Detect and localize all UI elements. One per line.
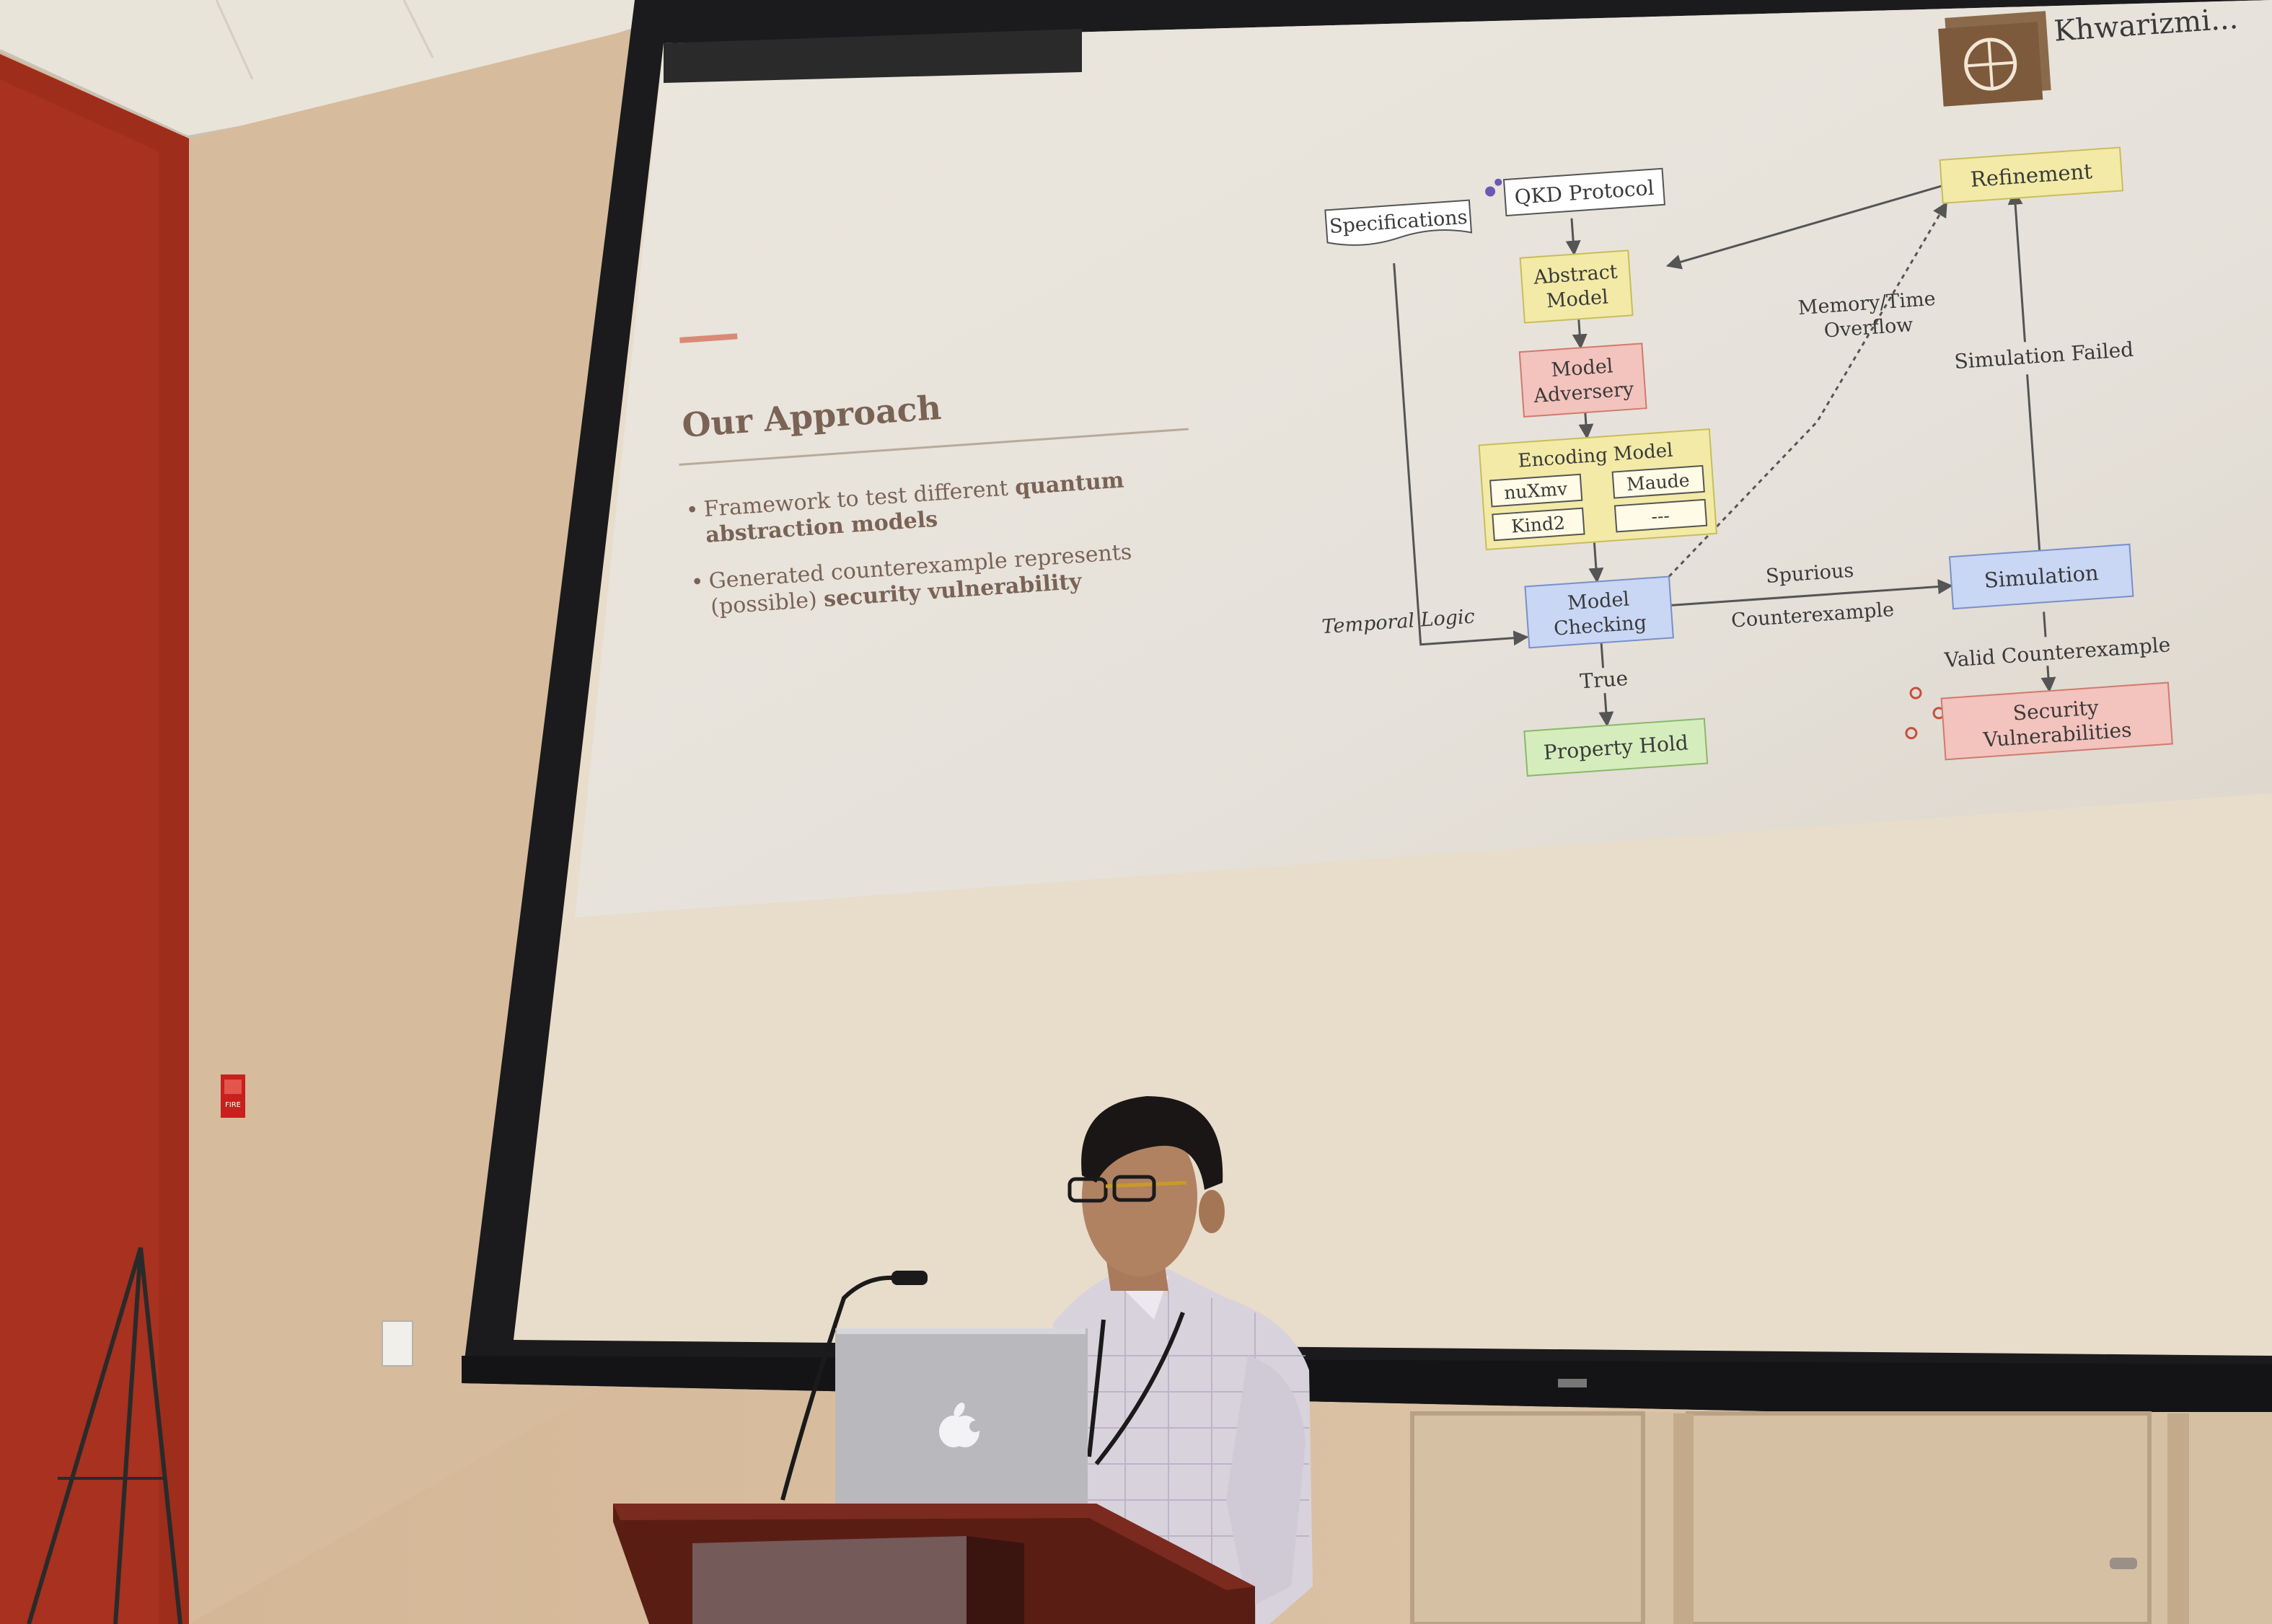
presenter — [1053, 1096, 1313, 1624]
node-model-checking: Model Checking — [1524, 575, 1674, 649]
red-accent-wall — [0, 54, 189, 1624]
node-property-hold: Property Hold — [1523, 718, 1709, 777]
title-underline — [679, 428, 1189, 466]
glasses — [1067, 1175, 1187, 1203]
fire-alarm-text: FIRE — [225, 1101, 241, 1109]
node-model-adversery: Model Adversery — [1518, 343, 1647, 418]
model-checking-line1: Model — [1567, 588, 1630, 614]
apple-logo-icon — [939, 1403, 981, 1447]
fire-alarm: FIRE — [221, 1074, 245, 1118]
title-accent — [679, 333, 738, 343]
podium — [613, 1504, 1255, 1624]
ceiling — [0, 0, 635, 137]
svg-text:•: • — [685, 498, 700, 524]
microphone — [780, 1271, 928, 1501]
slide-area — [575, 0, 2272, 917]
abstract-model-line2: Model — [1546, 286, 1609, 312]
maude-label: Maude — [1626, 469, 1690, 495]
easel — [27, 1247, 182, 1624]
model-adversery-line1: Model — [1551, 355, 1614, 381]
node-simulation: Simulation — [1948, 543, 2134, 610]
back-doors — [1410, 1411, 2272, 1624]
svg-text:•: • — [690, 569, 705, 595]
kind2-label: Kind2 — [1510, 512, 1566, 537]
wall-thermostat — [382, 1320, 413, 1367]
ellipsis-label: --- — [1650, 505, 1670, 527]
node-security-vulnerabilities: Security Vulnerabilities — [1905, 681, 2173, 761]
diagram-arrows — [1393, 184, 2056, 728]
node-qkd-protocol: QKD Protocol — [1485, 167, 1666, 217]
node-abstract-model: Abstract Model — [1519, 250, 1634, 324]
node-encoding-model: Encoding Model nuXmv Maude Kind2 --- — [1478, 428, 1718, 551]
nuxmv-label: nuXmv — [1503, 478, 1569, 503]
true-label: True — [1579, 666, 1629, 694]
node-refinement: Refinement — [1939, 146, 2124, 204]
slide-top-bar — [664, 29, 1082, 83]
laptop — [835, 1328, 1088, 1522]
